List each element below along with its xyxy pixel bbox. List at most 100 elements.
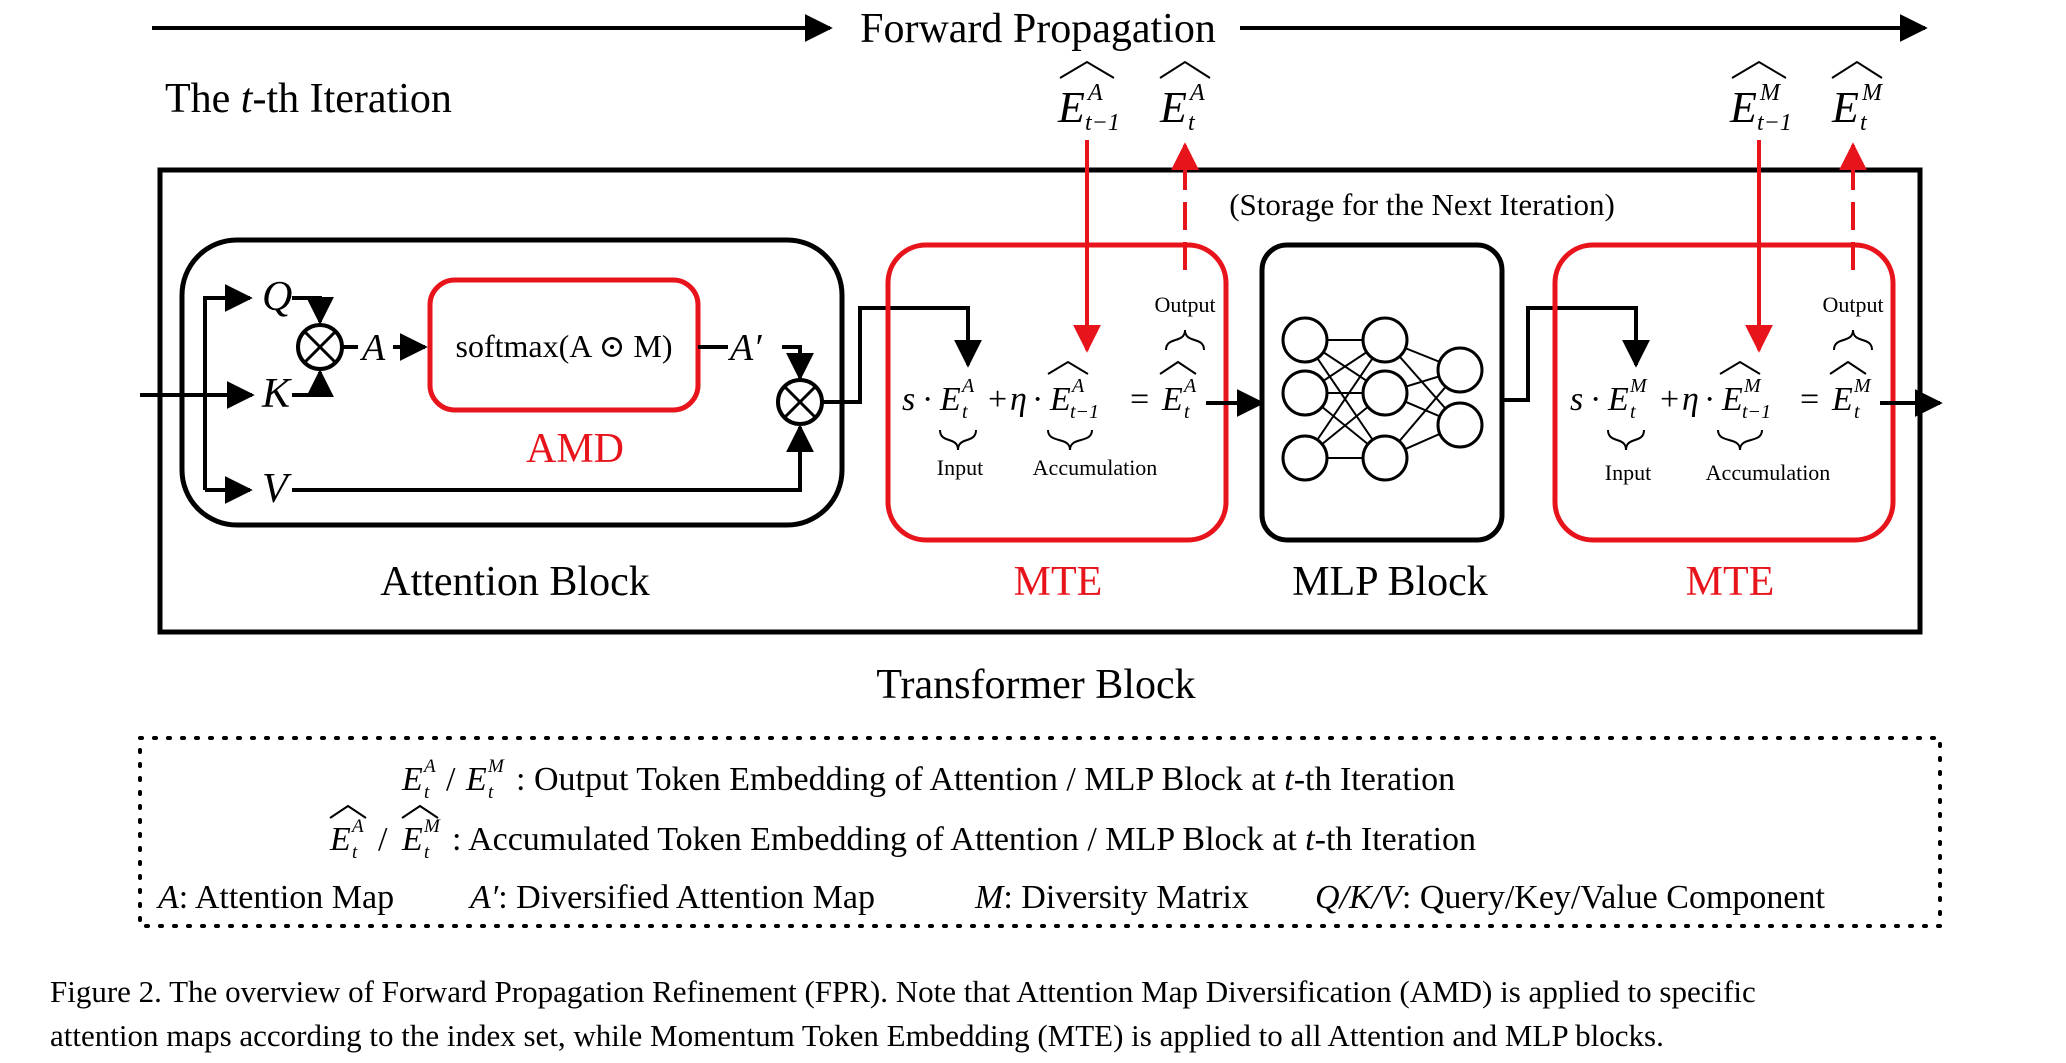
- svg-text:M: M: [1629, 375, 1648, 397]
- svg-text:E: E: [1831, 83, 1859, 132]
- svg-text:E: E: [1049, 381, 1071, 418]
- a-symbol: A: [359, 327, 386, 369]
- legend-line-1: E A t / E M t : Output Token Embedding o…: [401, 756, 1455, 803]
- svg-text:A: A: [1188, 80, 1205, 106]
- svg-text:A: Attention Map: A: Attention Map: [156, 879, 394, 916]
- mte-mlp-formula: s · E M t + η · E M t−1 = E M t: [1570, 360, 1872, 423]
- svg-text:t: t: [1188, 110, 1196, 136]
- svg-text:A: A: [1070, 375, 1085, 397]
- svg-text:A: A: [350, 816, 364, 837]
- mte-attention-output-label: Output: [1154, 292, 1215, 317]
- svg-text:E: E: [1161, 381, 1183, 418]
- svg-text:E: E: [1607, 381, 1629, 418]
- svg-text:·: ·: [1590, 381, 1601, 418]
- svg-text:t−1: t−1: [1085, 110, 1120, 136]
- mte-mlp-box: [1552, 242, 1896, 543]
- svg-text:A: A: [422, 756, 436, 777]
- svg-text:E: E: [939, 381, 961, 418]
- svg-text:A: A: [1182, 375, 1197, 397]
- svg-text:E: E: [401, 821, 423, 858]
- iteration-label: The t-th Iteration: [165, 76, 452, 122]
- svg-text:t−1: t−1: [1742, 401, 1771, 423]
- svg-text:M: M: [1759, 80, 1782, 106]
- svg-text:s: s: [1570, 381, 1583, 418]
- svg-text:t: t: [1630, 401, 1636, 423]
- svg-text:Q/K/V: Query/Key/Value Compone: Q/K/V: Query/Key/Value Component: [1315, 879, 1825, 916]
- svg-text:·: ·: [1704, 381, 1715, 418]
- matmul-av-icon: [776, 378, 824, 426]
- svg-text:E: E: [329, 821, 351, 858]
- svg-text:E: E: [1729, 83, 1757, 132]
- legend-line-3: A: Attention Map A′: Diversified Attenti…: [156, 879, 1825, 916]
- caption-line-1: Figure 2. The overview of Forward Propag…: [50, 974, 1756, 1009]
- matmul-qk-icon: [296, 323, 344, 371]
- svg-text:: Accumulated Token Embedding: : Accumulated Token Embedding of Attenti…: [452, 821, 1476, 858]
- svg-text:η: η: [1010, 381, 1027, 418]
- mte-mlp-output-label: Output: [1822, 292, 1883, 317]
- mlp-to-mte-line: [1502, 306, 1650, 402]
- svg-text:·: ·: [922, 381, 933, 418]
- mte-mlp-input-label: Input: [1605, 460, 1651, 485]
- svg-text:=: =: [1800, 381, 1819, 418]
- transformer-block-label: Transformer Block: [876, 662, 1195, 708]
- top-embedding-attention-current: E A t: [1159, 60, 1211, 136]
- storage-label: (Storage for the Next Iteration): [1229, 187, 1615, 222]
- top-embedding-mlp-current: E M t: [1831, 60, 1884, 136]
- svg-text:E: E: [465, 761, 487, 798]
- svg-text:A: A: [1086, 80, 1103, 106]
- svg-text:E: E: [1831, 381, 1853, 418]
- k-symbol: K: [261, 371, 292, 417]
- svg-text:M: M: [1861, 80, 1884, 106]
- svg-text:/: /: [446, 761, 456, 798]
- svg-text:t: t: [1860, 110, 1868, 136]
- svg-text:M: M: [423, 816, 441, 837]
- top-embedding-mlp-prev: E M t−1: [1729, 60, 1792, 136]
- figure-caption: Figure 2. The overview of Forward Propag…: [50, 970, 2040, 1058]
- svg-text:t: t: [488, 782, 494, 803]
- mte-attention-label: MTE: [1014, 559, 1103, 605]
- svg-text:t−1: t−1: [1757, 110, 1792, 136]
- v-to-multiply-line: [292, 424, 814, 492]
- mte-attention-formula: s · E A t + η · E A t−1 = E A t: [902, 360, 1197, 423]
- svg-text:+: +: [1660, 381, 1679, 418]
- svg-text:t: t: [424, 842, 430, 863]
- svg-text:t−1: t−1: [1070, 401, 1099, 423]
- attention-block-box: [179, 237, 845, 528]
- svg-text:A: A: [960, 375, 975, 397]
- amd-label: AMD: [526, 426, 624, 472]
- svg-text:A′: Diversified Attention Map: A′: Diversified Attention Map: [468, 879, 875, 916]
- svg-text:=: =: [1130, 381, 1149, 418]
- svg-text:t: t: [1854, 401, 1860, 423]
- attention-block-label: Attention Block: [380, 559, 649, 605]
- svg-text:M: Diversity Matrix: M: Diversity Matrix: [974, 879, 1249, 916]
- q-symbol: Q: [262, 274, 292, 320]
- v-symbol: V: [262, 466, 292, 512]
- mte-attention-box: [885, 242, 1229, 543]
- legend-line-2: E A t / E M t : Accumulated Token Embedd…: [329, 804, 1476, 863]
- attention-to-mte-line: [822, 306, 982, 404]
- svg-text:·: ·: [1032, 381, 1043, 418]
- forward-propagation-arrow: Forward Propagation: [152, 6, 1928, 52]
- svg-text:E: E: [401, 761, 423, 798]
- svg-text:E: E: [1057, 83, 1085, 132]
- svg-text:E: E: [1159, 83, 1187, 132]
- svg-text:t: t: [1184, 401, 1190, 423]
- fpr-diagram: Forward Propagation The t-th Iteration E…: [138, 6, 1943, 928]
- svg-text:t: t: [424, 782, 430, 803]
- mlp-block-box: [1259, 242, 1505, 543]
- svg-text:: Output Token Embedding of At: : Output Token Embedding of Attention / …: [516, 761, 1455, 798]
- mte-attention-input-label: Input: [937, 455, 983, 480]
- a-prime-symbol: A′: [727, 327, 762, 369]
- neural-network-icon: [1281, 316, 1484, 482]
- svg-text:t: t: [352, 842, 358, 863]
- top-embedding-attention-prev: E A t−1: [1057, 60, 1120, 136]
- legend-box: [138, 736, 1942, 928]
- svg-text:s: s: [902, 381, 915, 418]
- svg-text:η: η: [1682, 381, 1699, 418]
- svg-text:M: M: [487, 756, 505, 777]
- forward-propagation-label: Forward Propagation: [860, 6, 1216, 52]
- mte-attention-accumulation-label: Accumulation: [1033, 455, 1158, 480]
- svg-text:+: +: [988, 381, 1007, 418]
- svg-text:E: E: [1721, 381, 1743, 418]
- amd-formula: softmax(A ⊙ M): [455, 328, 672, 364]
